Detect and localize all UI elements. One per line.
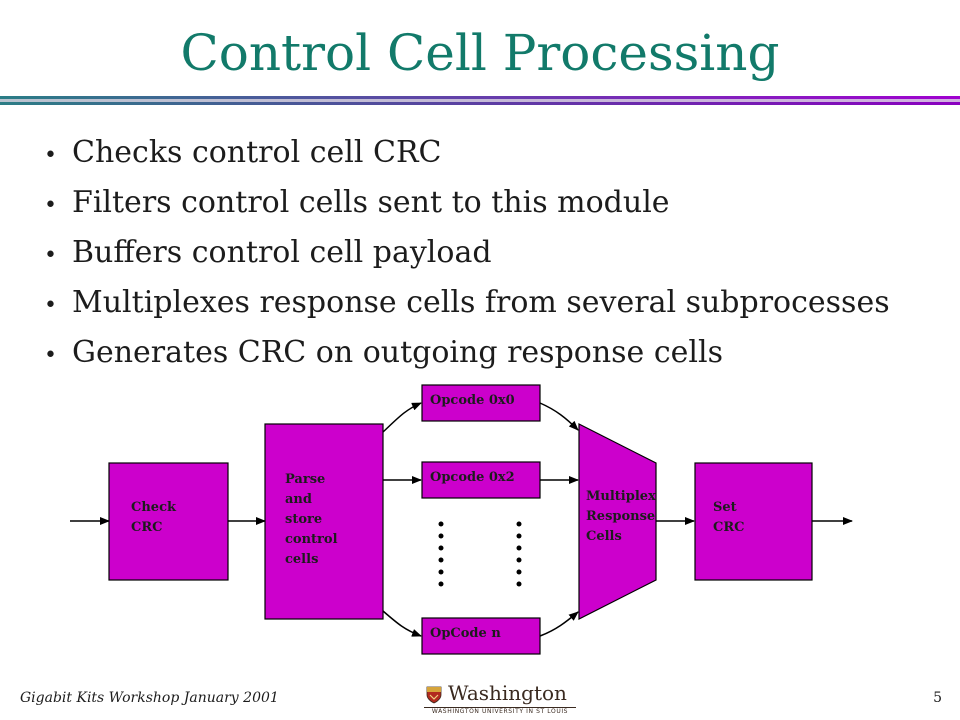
block-labels: Check CRC Parse and store control cells … xyxy=(131,393,745,641)
bullet-item: • Checks control cell CRC xyxy=(44,128,890,178)
set-crc-label-line: CRC xyxy=(713,520,745,535)
parse-store-label-line: control xyxy=(285,532,338,547)
bullet-glyph: • xyxy=(44,293,57,318)
bullet-item: • Filters control cells sent to this modu… xyxy=(44,178,890,228)
opcode-0x0-block xyxy=(421,384,541,422)
multiplex-label-line: Response xyxy=(586,509,655,524)
bullet-text: Checks control cell CRC xyxy=(72,135,442,170)
check-crc-label-line: CRC xyxy=(131,520,163,535)
opcode0-to-mux-arrow xyxy=(539,402,579,431)
bullet-item: • Buffers control cell payload xyxy=(44,228,890,278)
connectors xyxy=(70,402,853,637)
ellipsis-dots xyxy=(438,521,522,587)
bullet-glyph: • xyxy=(44,143,57,168)
bullet-text: Multiplexes response cells from several … xyxy=(72,285,890,320)
bullet-text: Buffers control cell payload xyxy=(72,235,492,270)
parse-store-label: Parse and store control cells xyxy=(285,472,342,567)
slide-title: Control Cell Processing xyxy=(180,24,780,82)
opcode-0x0-label: Opcode 0x0 xyxy=(430,393,515,408)
parse-to-opcoden-arrow xyxy=(382,610,422,637)
multiplex-label-line: Cells xyxy=(586,529,622,544)
set-crc-label: Set CRC xyxy=(713,500,745,535)
title-rule-middle xyxy=(0,99,960,102)
bullet-glyph: • xyxy=(44,193,57,218)
opcode-0x2-label: Opcode 0x2 xyxy=(430,470,515,485)
ellipsis-dot xyxy=(516,569,522,575)
bullet-item: • Generates CRC on outgoing response cell… xyxy=(44,328,890,378)
logo-wordmark: Washington xyxy=(448,681,567,705)
opcode-n-label: OpCode n xyxy=(430,626,501,641)
parse-store-label-line: store xyxy=(285,512,322,527)
bullet-list: • Checks control cell CRC • Filters contro… xyxy=(44,128,890,378)
ellipsis-dot xyxy=(438,533,444,539)
parse-store-label-line: cells xyxy=(285,552,318,567)
parse-store-label-line: and xyxy=(285,492,312,507)
check-crc-label-line: Check xyxy=(131,500,177,515)
ellipsis-dot xyxy=(516,521,522,527)
ellipsis-dot xyxy=(516,581,522,587)
multiplex-response-block xyxy=(578,423,657,620)
ellipsis-dot xyxy=(438,557,444,563)
ellipsis-dot xyxy=(438,581,444,587)
opcoden-to-mux-arrow xyxy=(539,611,579,637)
parse-store-label-line: Parse xyxy=(285,472,325,487)
set-crc-block xyxy=(694,462,813,581)
multiplex-label-line: Multiplex xyxy=(586,489,656,504)
check-crc-label: Check CRC xyxy=(131,500,181,535)
ellipsis-dot xyxy=(516,557,522,563)
ellipsis-dot xyxy=(438,521,444,527)
ellipsis-dot xyxy=(516,545,522,551)
bullet-glyph: • xyxy=(44,243,57,268)
opcode-n-block xyxy=(421,617,541,655)
bullet-text: Generates CRC on outgoing response cells xyxy=(72,335,723,370)
opcode-0x2-block xyxy=(421,461,541,499)
ellipsis-dot xyxy=(438,569,444,575)
ellipsis-dot xyxy=(516,533,522,539)
page-number: 5 xyxy=(933,690,942,706)
multiplex-response-label: Multiplex Response Cells xyxy=(586,489,660,544)
blocks xyxy=(108,384,813,655)
title-rule-top xyxy=(0,96,960,99)
bullet-glyph: • xyxy=(44,343,57,368)
check-crc-block xyxy=(108,462,229,581)
shield-icon xyxy=(426,686,442,704)
bullet-text: Filters control cells sent to this modul… xyxy=(72,185,670,220)
footer-workshop-caption: Gigabit Kits Workshop January 2001 xyxy=(20,690,279,706)
parse-store-block xyxy=(264,423,384,620)
set-crc-label-line: Set xyxy=(713,500,737,515)
washington-university-logo: Washington WASHINGTON UNIVERSITY IN ST L… xyxy=(424,681,576,716)
ellipsis-dot xyxy=(438,545,444,551)
bullet-item: • Multiplexes response cells from several… xyxy=(44,278,890,328)
title-rule-bottom xyxy=(0,102,960,105)
parse-to-opcode0-arrow xyxy=(382,402,422,433)
logo-subtitle: WASHINGTON UNIVERSITY IN ST LOUIS xyxy=(424,707,576,715)
